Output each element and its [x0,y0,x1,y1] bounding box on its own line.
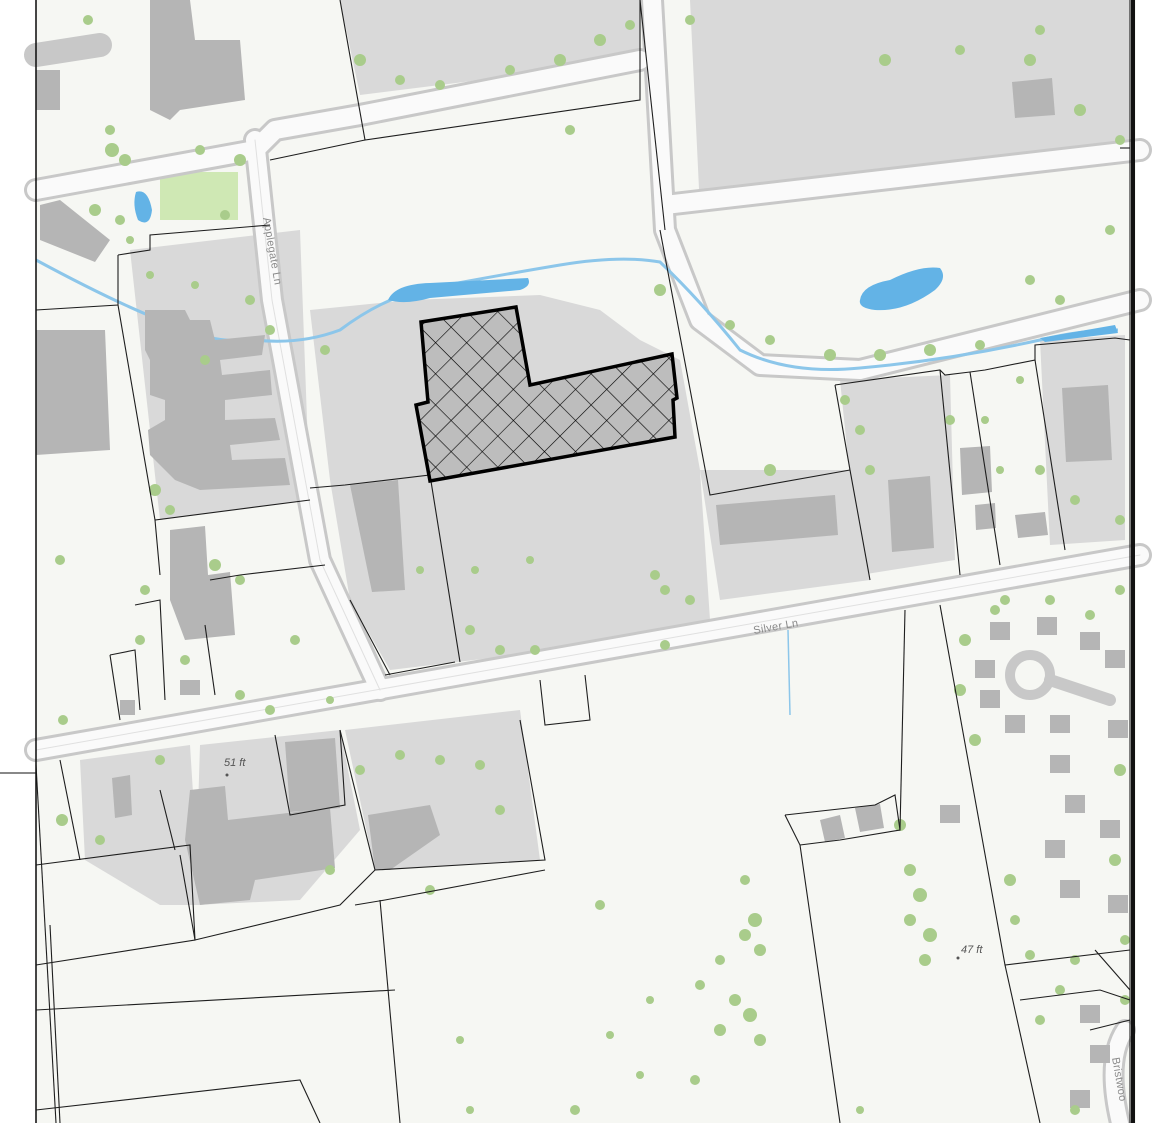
pond-west [134,191,152,223]
buildings [36,0,1128,1108]
pond-east [859,267,944,311]
pond-north [388,278,529,303]
site-boundary[interactable] [413,305,679,484]
tree-canopy [55,15,1130,1115]
water-features [35,191,1119,716]
elevation-label-1: 51 ft [224,757,246,769]
elevation-point-1 [225,773,229,777]
elevation-label-2: 47 ft [961,944,983,956]
elevation-point-2 [956,956,960,960]
stream-south [787,629,791,716]
roads [24,0,1152,1123]
pond-corner [1040,325,1118,342]
